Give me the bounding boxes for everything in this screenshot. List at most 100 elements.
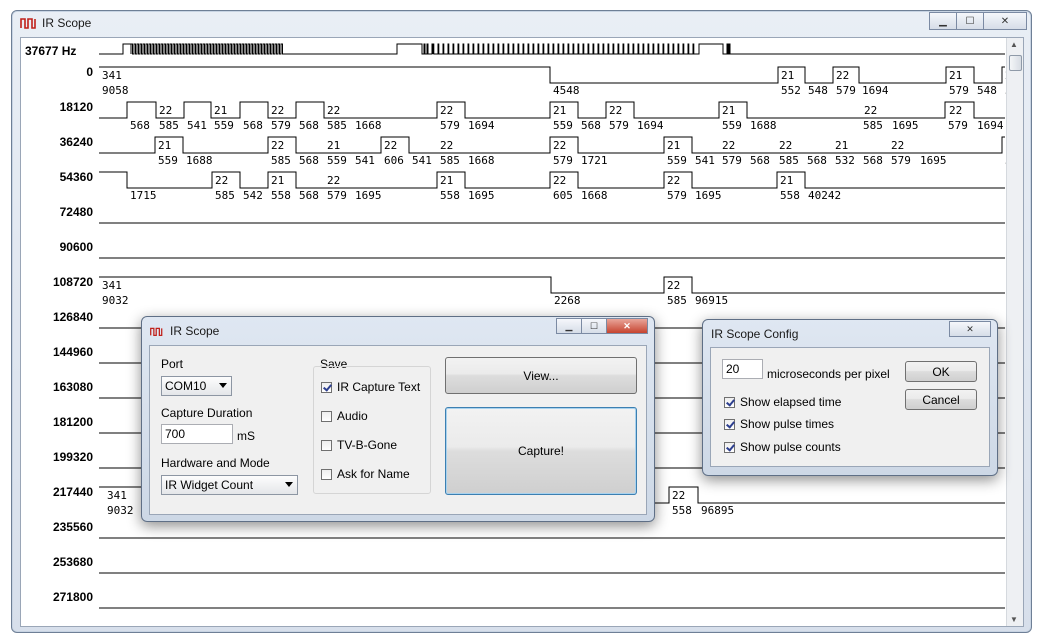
- pulse-trace: [99, 66, 1005, 84]
- pulse-time-label: 605: [553, 189, 573, 202]
- show-pulse-counts-checkbox[interactable]: Show pulse counts: [724, 440, 841, 454]
- us-per-pixel-input[interactable]: 20: [722, 359, 763, 379]
- pulse-count-label: 21: [949, 69, 962, 82]
- pulse-count-label: 22: [609, 104, 622, 117]
- pulse-count-label: 22: [891, 139, 904, 152]
- pulse-time-label: 541: [355, 154, 375, 167]
- view-button[interactable]: View...: [445, 357, 637, 394]
- pulse-time-label: 579: [327, 189, 347, 202]
- capture-dialog-caption-buttons: ▁ ☐ ✕: [556, 318, 648, 334]
- save-tv-b-gone-checkbox[interactable]: TV-B-Gone: [321, 438, 397, 452]
- capture-maximize-button[interactable]: ☐: [581, 318, 607, 334]
- save-ask-for-name-checkbox[interactable]: Ask for Name: [321, 467, 410, 481]
- row-time-label: 199320: [53, 450, 93, 464]
- row-time-label: 217440: [53, 485, 93, 499]
- show-elapsed-time-checkbox[interactable]: Show elapsed time: [724, 395, 841, 409]
- pulse-time-label: 1695: [892, 119, 919, 132]
- pulse-time-label: 559: [553, 119, 573, 132]
- pulse-time-label: 558: [440, 189, 460, 202]
- pulse-trace: [99, 171, 1005, 189]
- ok-button[interactable]: OK: [905, 361, 977, 382]
- pulse-time-label: 2268: [554, 294, 581, 307]
- pulse-time-label: 585: [440, 154, 460, 167]
- pulse-count-label: 22: [553, 174, 566, 187]
- pulse-count-label: 21: [781, 69, 794, 82]
- port-select[interactable]: COM10: [161, 376, 232, 396]
- pulse-time-label: 1695: [355, 189, 382, 202]
- pulse-time-label: 568: [750, 154, 770, 167]
- vertical-scrollbar[interactable]: ▲ ▼: [1006, 38, 1023, 626]
- save-ir-capture-text-checkbox[interactable]: IR Capture Text: [321, 380, 420, 394]
- pulse-time-label: 579: [722, 154, 742, 167]
- maximize-button[interactable]: ☐: [956, 12, 984, 30]
- pulse-time-label: 559: [667, 154, 687, 167]
- pulse-wave-icon: [20, 18, 36, 29]
- checkbox-checked-icon: [724, 418, 735, 430]
- pulse-count-label: 22: [836, 69, 849, 82]
- pulse-time-label: 568: [581, 119, 601, 132]
- pulse-time-label: 541: [412, 154, 432, 167]
- save-group: [313, 366, 431, 494]
- checkbox-label: TV-B-Gone: [337, 438, 398, 452]
- capture-close-button[interactable]: ✕: [606, 318, 648, 334]
- pulse-time-label: 568: [863, 154, 883, 167]
- pulse-count-label: 21: [440, 174, 453, 187]
- capture-duration-input[interactable]: 700: [161, 424, 233, 444]
- checkbox-checked-icon: [724, 441, 735, 453]
- row-time-label: 181200: [53, 415, 93, 429]
- pulse-time-label: 1694: [977, 119, 1004, 132]
- checkbox-unchecked-icon: [321, 468, 332, 480]
- pulse-time-label: 548: [977, 84, 997, 97]
- main-window-title: IR Scope: [42, 16, 92, 30]
- pulse-count-label: 22: [672, 489, 685, 502]
- pulse-time-label: 559: [158, 154, 178, 167]
- pulse-time-label: 1694: [468, 119, 495, 132]
- pulse-count-label: 22: [722, 139, 735, 152]
- save-audio-checkbox[interactable]: Audio: [321, 409, 368, 423]
- pulse-time-label: 532: [835, 154, 855, 167]
- close-icon: ✕: [966, 323, 974, 334]
- pulse-time-label: 9058: [102, 84, 129, 97]
- capture-button[interactable]: Capture!: [445, 407, 637, 495]
- capture-dialog-body: Port COM10 Capture Duration 700 mS Hardw…: [149, 345, 647, 515]
- main-titlebar[interactable]: IR Scope ▁ ☐ ✕: [12, 11, 1031, 36]
- hardware-mode-select[interactable]: IR Widget Count: [161, 475, 298, 495]
- capture-minimize-button[interactable]: ▁: [556, 318, 582, 334]
- config-close-button[interactable]: ✕: [949, 321, 991, 337]
- pulse-time-label: 579: [440, 119, 460, 132]
- pulse-time-label: 548: [808, 84, 828, 97]
- pulse-count-label: 21: [835, 139, 848, 152]
- pulse-time-label: 568: [299, 119, 319, 132]
- cancel-button[interactable]: Cancel: [905, 389, 977, 410]
- frequency-label: 37677 Hz: [25, 44, 76, 58]
- pulse-time-label: 579: [949, 84, 969, 97]
- show-pulse-times-checkbox[interactable]: Show pulse times: [724, 417, 834, 431]
- pulse-time-label: 568: [243, 119, 263, 132]
- port-label: Port: [161, 357, 184, 371]
- scroll-thumb[interactable]: [1009, 55, 1022, 71]
- pulse-count-label: 21: [158, 139, 171, 152]
- checkbox-checked-icon: [321, 381, 332, 393]
- pulse-time-label: 559: [214, 119, 234, 132]
- checkbox-label: Show pulse counts: [740, 440, 841, 454]
- row-time-label: 144960: [53, 345, 93, 359]
- config-dialog-title: IR Scope Config: [711, 327, 799, 341]
- row-time-label: 90600: [60, 240, 94, 254]
- pulse-time-label: 585: [667, 294, 687, 307]
- pulse-count-label: 21: [214, 104, 227, 117]
- row-time-label: 0: [86, 65, 93, 79]
- scroll-up-icon[interactable]: ▲: [1010, 40, 1018, 49]
- pulse-trace: [99, 101, 1005, 119]
- minimize-button[interactable]: ▁: [929, 12, 957, 30]
- pulse-count-label: 21: [722, 104, 735, 117]
- pulse-time-label: 9032: [102, 294, 129, 307]
- pulse-count-label: 22: [271, 104, 284, 117]
- row-time-label: 36240: [60, 135, 94, 149]
- pulse-time-label: 1694: [637, 119, 664, 132]
- pulse-trace: [99, 276, 1005, 294]
- row-time-label: 163080: [53, 380, 93, 394]
- close-button[interactable]: ✕: [983, 12, 1027, 30]
- scroll-down-icon[interactable]: ▼: [1010, 615, 1018, 624]
- row-time-label: 271800: [53, 590, 93, 604]
- checkbox-label: Show pulse times: [740, 417, 835, 431]
